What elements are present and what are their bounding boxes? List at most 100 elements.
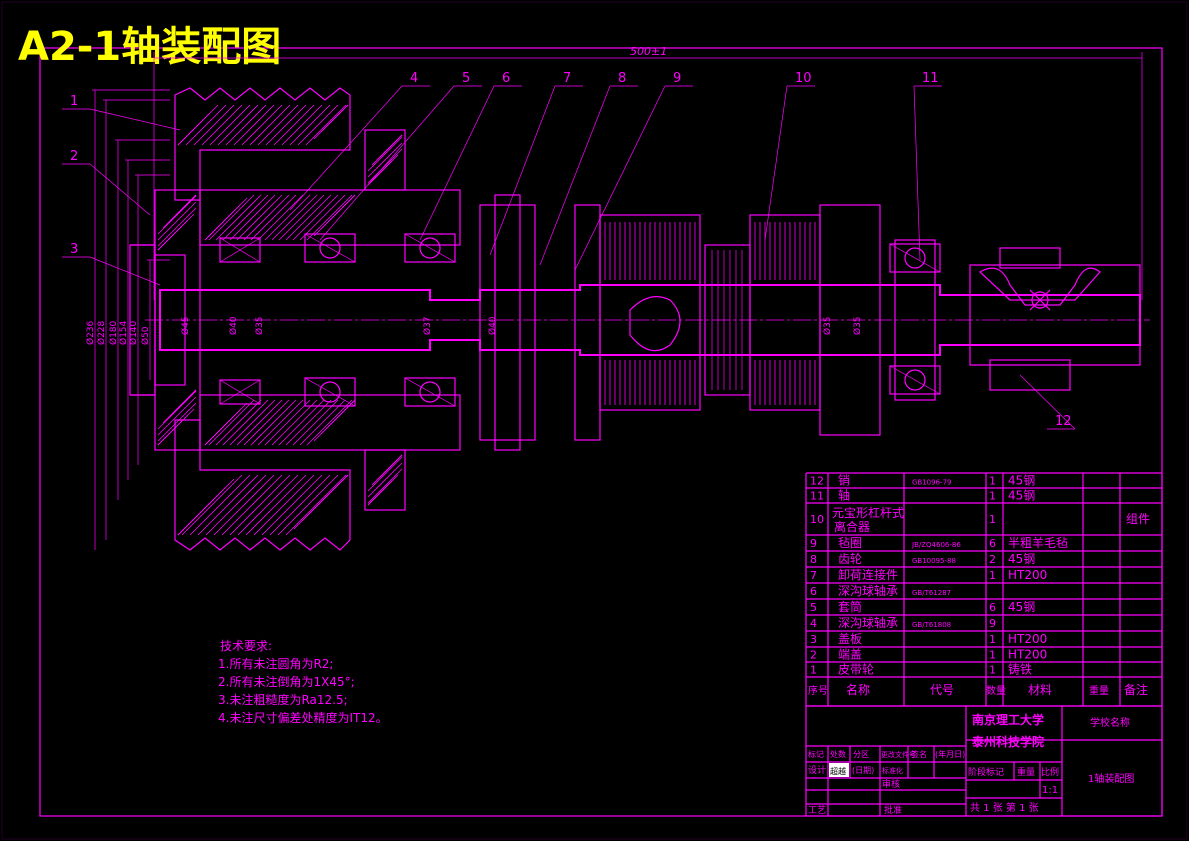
overall-dimension-label: 500±1 [630,45,667,58]
approve-label: 批准 [884,804,902,816]
bom-cell: JB/ZQ4606-86 [911,541,961,549]
bom-cell: 4 [810,617,817,630]
redacted-text: 超越 [830,766,846,776]
drawing-frame [39,47,1163,817]
bom-cell: 2 [989,553,996,566]
row-label: (年月日) [935,749,965,759]
bom-cell: 齿轮 [838,552,862,566]
pulley-part-1 [174,87,351,551]
sheets-info: 共 1 张 第 1 张 [970,801,1039,814]
bom-cell: GB10095-88 [912,557,956,565]
balloon-number: 4 [410,71,418,86]
bom-cell: 组件 [1126,512,1150,526]
bom-cell: GB1096-79 [912,479,951,487]
bom-cell: 2 [810,649,817,662]
bom-cell: 盖板 [838,632,862,646]
diameter-label: Ø35 [254,316,265,335]
bom-header: 名称 [846,682,870,697]
bom-header: 备注 [1124,682,1148,697]
technical-requirements: 技术要求: 1.所有未注圆角为R2; 2.所有未注倒角为1X45°; 3.未注粗… [218,639,388,725]
diameter-label: Ø37 [422,316,433,335]
school-name-label: 学校名称 [1090,716,1130,729]
bom-cell: 6 [810,585,817,598]
diameter-label: Ø140 [128,320,139,345]
date-label: (日期) [852,766,874,775]
gears-and-clutch [479,194,936,451]
redacted-box [829,763,849,777]
diameter-label: Ø228 [96,320,107,345]
balloon-number: 8 [618,71,626,86]
shaft-part-11 [145,284,1150,356]
diameter-label: Ø35 [822,316,833,335]
weight-label: 重量 [1017,766,1035,778]
bom-cell: 1 [989,569,996,582]
row-label: 签名 [911,749,927,759]
bom-cell: 皮带轮 [838,663,874,677]
bom-cell: 1 [989,664,996,677]
balloon-number: 11 [922,71,939,86]
bom-cell: GB/T61808 [912,621,951,629]
bom-header: 数量 [986,684,1006,697]
bom-header: 序号 [808,684,828,697]
bom-cell: 离合器 [834,519,870,534]
bom-cell: 9 [989,617,996,630]
bom-cell: 深沟球轴承 [838,615,898,630]
overall-dimension: 500±1 [153,45,1143,300]
bom-cell: 端盖 [838,648,862,662]
bom-header: 材料 [1028,683,1052,697]
bearings [219,233,941,407]
bom-cell: 销 [838,474,850,488]
balloon-number: 5 [462,71,470,86]
drawing-title: A2-1轴装配图 [18,24,281,70]
bom-cell: 12 [810,475,824,488]
stage-mark-label: 阶段标记 [968,766,1004,778]
row-label: 处数 [830,749,846,759]
bom-cell: 45钢 [1008,552,1035,566]
audit-label: 审核 [882,778,900,790]
bom-cell: 10 [810,513,824,526]
bom-header: 重量 [1089,684,1109,697]
balloon-number: 10 [795,71,812,86]
title-block: 南京理工大学 泰州科技学院 学校名称 1轴装配图 阶段标记 重量 比例 1:1 … [805,705,1163,817]
bom-cell: 1 [989,475,996,488]
scale-value: 1:1 [1042,785,1058,796]
bom-cell: 1 [989,649,996,662]
school-line-1: 南京理工大学 [972,712,1044,727]
bom-cell: 1 [989,633,996,646]
diameter-label: Ø236 [85,320,96,345]
bom-cell: 深沟球轴承 [838,583,898,598]
tech-req-heading: 技术要求: [220,639,272,653]
diameter-label: Ø180 [108,320,119,345]
bom-cell: 1 [810,664,817,677]
process-label: 工艺 [808,805,826,816]
bom-cell: 套筒 [838,599,862,614]
bom-cell: 卸荷连接件 [838,567,898,582]
bom-cell: 半粗羊毛毡 [1008,535,1068,550]
diameter-label: Ø50 [140,326,151,345]
scale-label: 比例 [1041,766,1059,778]
bom-cell: 1 [989,513,996,526]
tech-req-item: 4.未注尺寸偏差处精度为IT12。 [218,710,388,725]
balloon-number: 7 [563,71,571,86]
bom-cell: HT200 [1008,648,1047,662]
balloon-number: 1 [70,94,78,109]
school-line-2: 泰州科技学院 [971,734,1044,749]
bom-cell: 11 [810,490,824,503]
bom-cell: 9 [810,537,817,550]
row-label: 分区 [853,750,869,759]
balloon-number: 12 [1055,414,1072,429]
bom-cell: HT200 [1008,632,1047,646]
diameter-label: Ø40 [487,316,498,335]
bom-cell: 5 [810,601,817,614]
leader-lines [62,85,1076,430]
bom-cell: 45钢 [1008,489,1035,503]
bom-cell: 铸铁 [1008,662,1032,677]
bom-cell: GB/T61287 [912,589,951,597]
diameter-label: Ø35 [852,316,863,335]
bom-cell: 元宝形杠杆式 [832,505,904,520]
bom-cell: 6 [989,537,996,550]
bom-cell: 45钢 [1008,600,1035,614]
